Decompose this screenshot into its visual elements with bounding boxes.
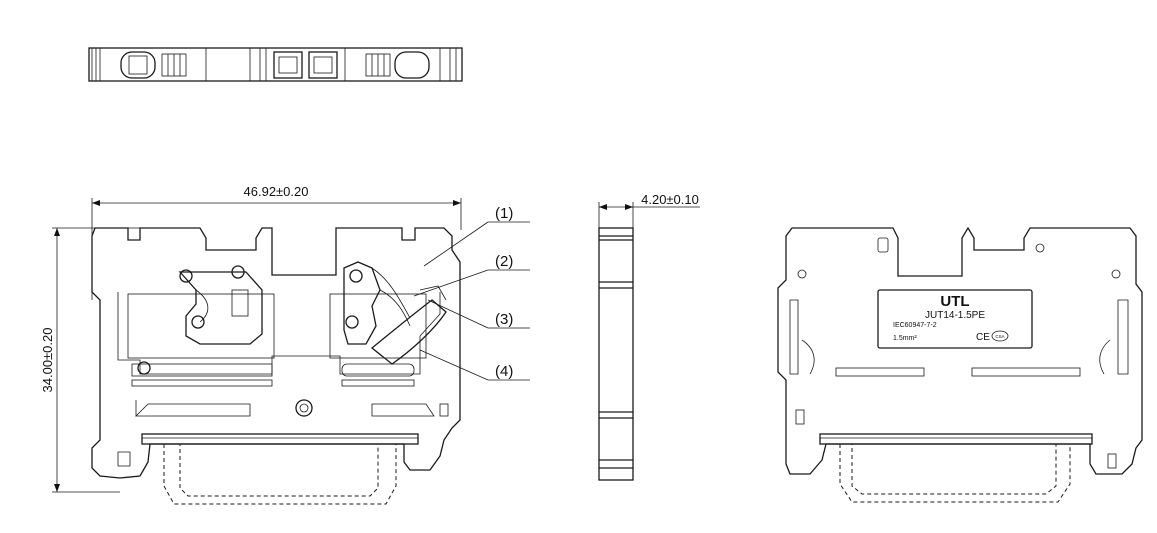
callout-1: (1)	[495, 205, 513, 222]
cross-section-label: 1.5mm²	[893, 335, 917, 342]
side-view: 4.20±0.10	[598, 192, 700, 481]
standard-label: IEC60947-7-2	[893, 322, 937, 329]
ce-mark: CE	[976, 332, 990, 343]
callout-3: (3)	[495, 311, 513, 328]
model-label: JUT14-1.5PE	[925, 310, 985, 321]
brand-logo: UTL	[940, 293, 969, 310]
height-dimension: 34.00±0.20	[40, 328, 55, 393]
top-view	[88, 47, 463, 82]
callouts: (1) (2) (3) (4)	[413, 205, 530, 381]
front-view: 46.92±0.20 34.00±0.20	[40, 184, 462, 505]
width-dimension: 46.92±0.20	[244, 184, 309, 199]
thickness-dimension: 4.20±0.10	[641, 192, 699, 207]
csa-mark: CSA	[995, 334, 1004, 339]
callout-2: (2)	[495, 253, 513, 270]
back-view: UTL JUT14-1.5PE IEC60947-7-2 1.5mm² CE C…	[777, 226, 1143, 503]
callout-4: (4)	[495, 363, 513, 380]
